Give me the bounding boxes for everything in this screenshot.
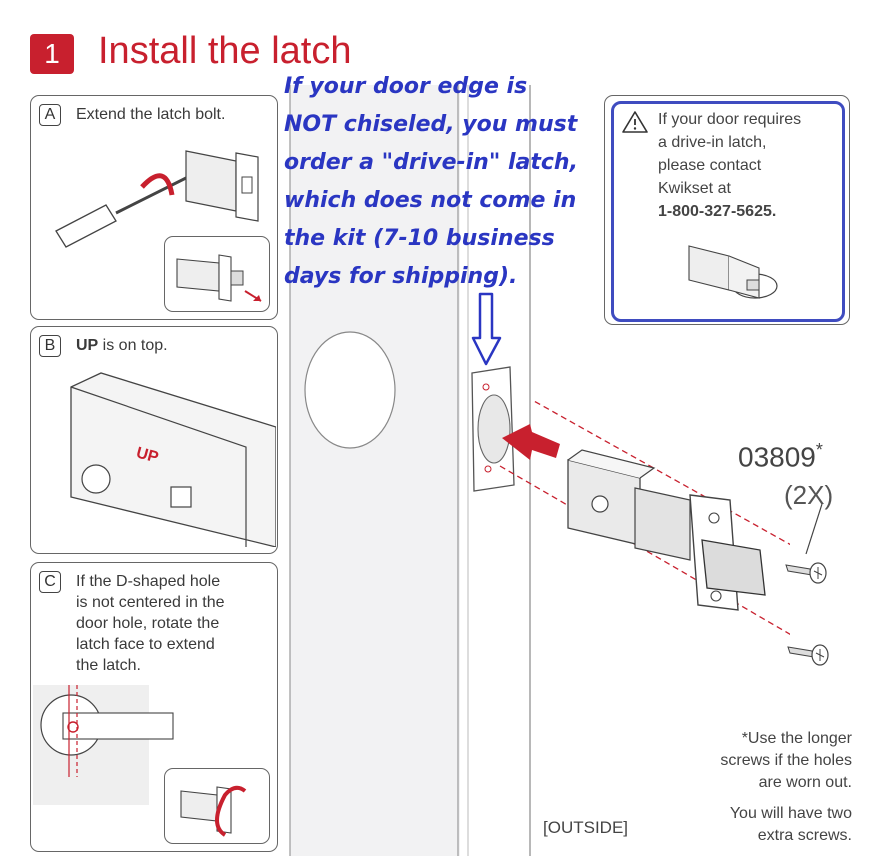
screw-icon bbox=[785, 562, 827, 584]
badge-b: B bbox=[39, 335, 61, 357]
latch-assembly-illustration bbox=[499, 400, 790, 635]
outside-label: [OUTSIDE] bbox=[543, 818, 629, 837]
latch-extended-illustration bbox=[176, 254, 262, 302]
panel-b: B UP is on top. UP bbox=[30, 326, 278, 554]
warning-icon bbox=[622, 111, 648, 133]
drive-in-annotation: If your door edge is NOT chiseled, you m… bbox=[284, 68, 578, 296]
step-number: 1 bbox=[30, 34, 74, 74]
pointer-line bbox=[805, 503, 823, 555]
panel-c-line: the latch. bbox=[76, 657, 141, 674]
info-phone: 1-800-327-5625. bbox=[658, 203, 777, 220]
panel-a-inset bbox=[164, 236, 270, 312]
panel-c-line: latch face to extend bbox=[76, 636, 215, 653]
panel-b-rest: is on top. bbox=[98, 337, 168, 354]
panel-c-line: door hole, rotate the bbox=[76, 615, 220, 632]
badge-c: C bbox=[39, 571, 61, 593]
info-box-outline bbox=[611, 101, 845, 322]
panel-b-text: UP is on top. bbox=[76, 335, 168, 356]
screw-icon bbox=[787, 644, 829, 666]
info-panel: If your door requires a drive-in latch, … bbox=[604, 95, 850, 325]
panel-c-text: If the D-shaped hole is not centered in … bbox=[76, 571, 225, 676]
door-illustration bbox=[289, 85, 531, 856]
info-line: please contact bbox=[658, 157, 762, 174]
part-number-value: 03809 bbox=[738, 441, 816, 473]
panel-c-inset bbox=[164, 768, 270, 844]
faceplate-illustration bbox=[471, 366, 515, 492]
info-line: Kwikset at bbox=[658, 180, 731, 197]
annotation-line: which does not come in bbox=[284, 188, 577, 213]
down-arrow-icon bbox=[471, 292, 502, 366]
drive-in-latch-illustration bbox=[688, 245, 778, 299]
note-line: You will have two bbox=[729, 805, 852, 822]
panel-c-line: If the D-shaped hole bbox=[76, 573, 221, 590]
step-title: Install the latch bbox=[98, 30, 352, 72]
part-asterisk: * bbox=[815, 440, 823, 460]
info-line: If your door requires bbox=[658, 111, 802, 128]
annotation-line: the kit (7-10 business bbox=[284, 226, 555, 251]
extra-screws-note: You will have two extra screws. bbox=[652, 803, 852, 847]
part-number: 03809* bbox=[738, 440, 823, 473]
panel-b-bold: UP bbox=[76, 337, 99, 354]
badge-a: A bbox=[39, 104, 61, 126]
panel-a-text: Extend the latch bolt. bbox=[76, 106, 226, 123]
door-hole bbox=[304, 331, 396, 449]
annotation-line: days for shipping). bbox=[284, 264, 518, 289]
note-line: extra screws. bbox=[757, 827, 852, 844]
screwdriver-illustration bbox=[55, 150, 259, 248]
note-line: *Use the longer bbox=[741, 730, 852, 747]
info-line: a drive-in latch, bbox=[658, 134, 767, 151]
longer-screws-note: *Use the longer screws if the holes are … bbox=[652, 728, 852, 794]
annotation-line: If your door edge is bbox=[284, 74, 528, 99]
note-line: are worn out. bbox=[758, 774, 852, 791]
panel-a: A Extend the latch bolt. bbox=[30, 95, 278, 320]
annotation-line: order a "drive-in" latch, bbox=[284, 150, 578, 175]
latch-rotation-illustration bbox=[33, 685, 174, 805]
panel-c-line: is not centered in the bbox=[76, 594, 225, 611]
annotation-line: NOT chiseled, you must bbox=[284, 112, 578, 137]
info-text: If your door requires a drive-in latch, … bbox=[658, 108, 801, 223]
part-quantity: (2X) bbox=[784, 480, 834, 510]
latch-top-illustration bbox=[70, 372, 276, 547]
rotate-arrow-icon bbox=[180, 785, 247, 837]
note-line: screws if the holes bbox=[720, 752, 852, 769]
panel-c: C If the D-shaped hole is not centered i… bbox=[30, 562, 278, 852]
